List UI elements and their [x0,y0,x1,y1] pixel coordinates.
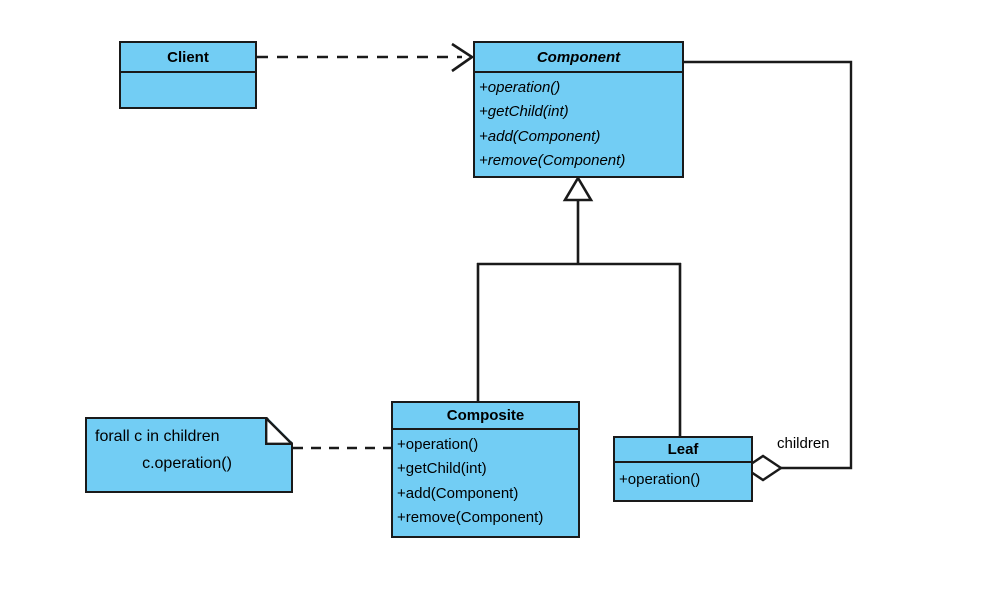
edge-label-children: children [777,435,830,452]
note-body [85,417,293,493]
operation-item: +operation() [397,436,479,453]
class-operations-client-empty [121,73,255,107]
note-fold-corner-icon [265,417,293,445]
aggregation-route-line [684,60,853,470]
class-name-component: Component [475,43,682,73]
dependency-open-arrowhead [451,42,475,73]
operation-item: +operation() [619,471,701,488]
note-line-1: forall c in children [95,428,220,445]
operation-item: +remove(Component) [479,151,626,169]
operation-item: +getChild(int) [397,460,487,478]
edge-generalization-fork [476,175,682,436]
operation-item: +add(Component) [479,127,601,145]
note-line-2: c.operation() [142,455,232,472]
class-box-component[interactable]: Component +operation() +getChild(int) +a… [473,41,684,178]
class-box-client[interactable]: Client [119,41,257,109]
edge-children-aggregation [684,60,853,482]
class-name-client: Client [121,43,255,73]
class-box-composite[interactable]: Composite +operation() +getChild(int) +a… [391,401,580,538]
class-box-leaf[interactable]: Leaf +operation() [613,436,753,502]
note-box-composite-operation[interactable]: forall c in children c.operation() [85,417,293,493]
operation-item: +add(Component) [397,484,519,502]
generalization-hollow-triangle [562,175,594,202]
note-text: forall c in children c.operation() [85,417,293,493]
class-name-leaf: Leaf [615,438,751,463]
operation-item: +remove(Component) [397,508,544,526]
operation-item: +getChild(int) [479,103,569,121]
class-name-composite: Composite [393,403,578,430]
class-operations-leaf: +operation() [615,463,751,500]
class-operations-component: +operation() +getChild(int) +add(Compone… [475,73,682,176]
edge-client-to-component [257,42,475,73]
class-operations-composite: +operation() +getChild(int) +add(Compone… [393,430,578,536]
operation-item: +operation() [479,79,561,96]
